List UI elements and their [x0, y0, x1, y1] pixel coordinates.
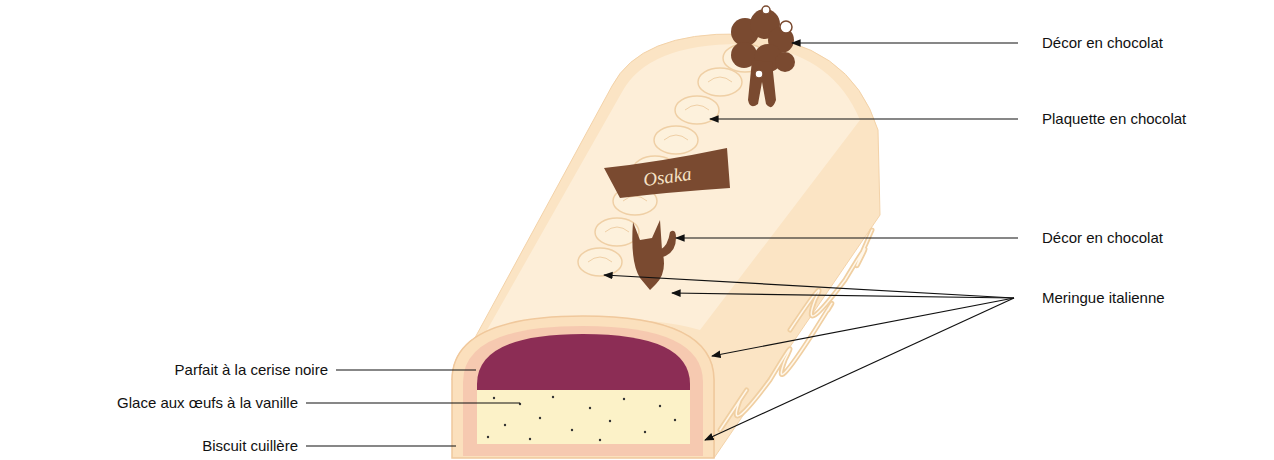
part-label: Biscuit cuillère [202, 437, 298, 455]
part-label: Décor en chocolat [1042, 34, 1163, 52]
part-label: Glace aux œufs à la vanille [117, 394, 298, 412]
part-label: Parfait à la cerise noire [175, 361, 328, 379]
part-label: Plaquette en chocolat [1042, 110, 1186, 128]
chocolate-plaque [604, 148, 730, 198]
part-label: Meringue italienne [1042, 289, 1165, 307]
parfait-layer [477, 334, 690, 390]
biscuit-layer [463, 326, 703, 456]
front-meringue [452, 316, 714, 458]
chocolate-decor-cat [632, 220, 676, 290]
glace-layer [477, 390, 690, 444]
log-body [452, 34, 880, 458]
part-label: Décor en chocolat [1042, 229, 1163, 247]
swirl-ridges [588, 53, 757, 262]
chocolate-decor-top [731, 9, 795, 107]
meringue-swirls [578, 44, 767, 276]
leader-lines [306, 43, 1018, 446]
